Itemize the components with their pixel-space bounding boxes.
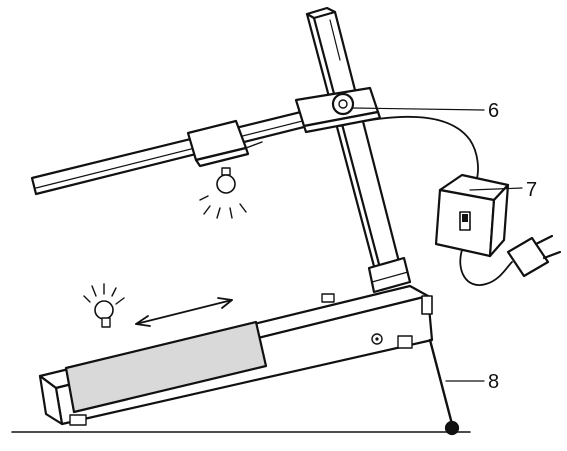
leader-line-6	[352, 107, 485, 111]
callout-label-8: 8	[488, 371, 499, 393]
support-leg	[428, 338, 454, 426]
clamp-knob	[331, 92, 355, 116]
double-arrow-icon	[135, 297, 233, 327]
transformer-box	[434, 173, 510, 258]
plug-cable	[459, 249, 513, 286]
vertical-column	[305, 6, 412, 294]
support-leg-foot	[444, 420, 460, 436]
light-bulb-icon	[83, 283, 125, 328]
callout-label-6: 6	[488, 100, 499, 122]
power-plug-icon	[506, 234, 562, 278]
leader-line-7	[469, 187, 523, 191]
power-cable	[339, 115, 479, 183]
callout-label-7: 7	[526, 179, 537, 201]
light-bulb-icon	[199, 167, 247, 219]
horizontal-arm	[30, 86, 382, 196]
